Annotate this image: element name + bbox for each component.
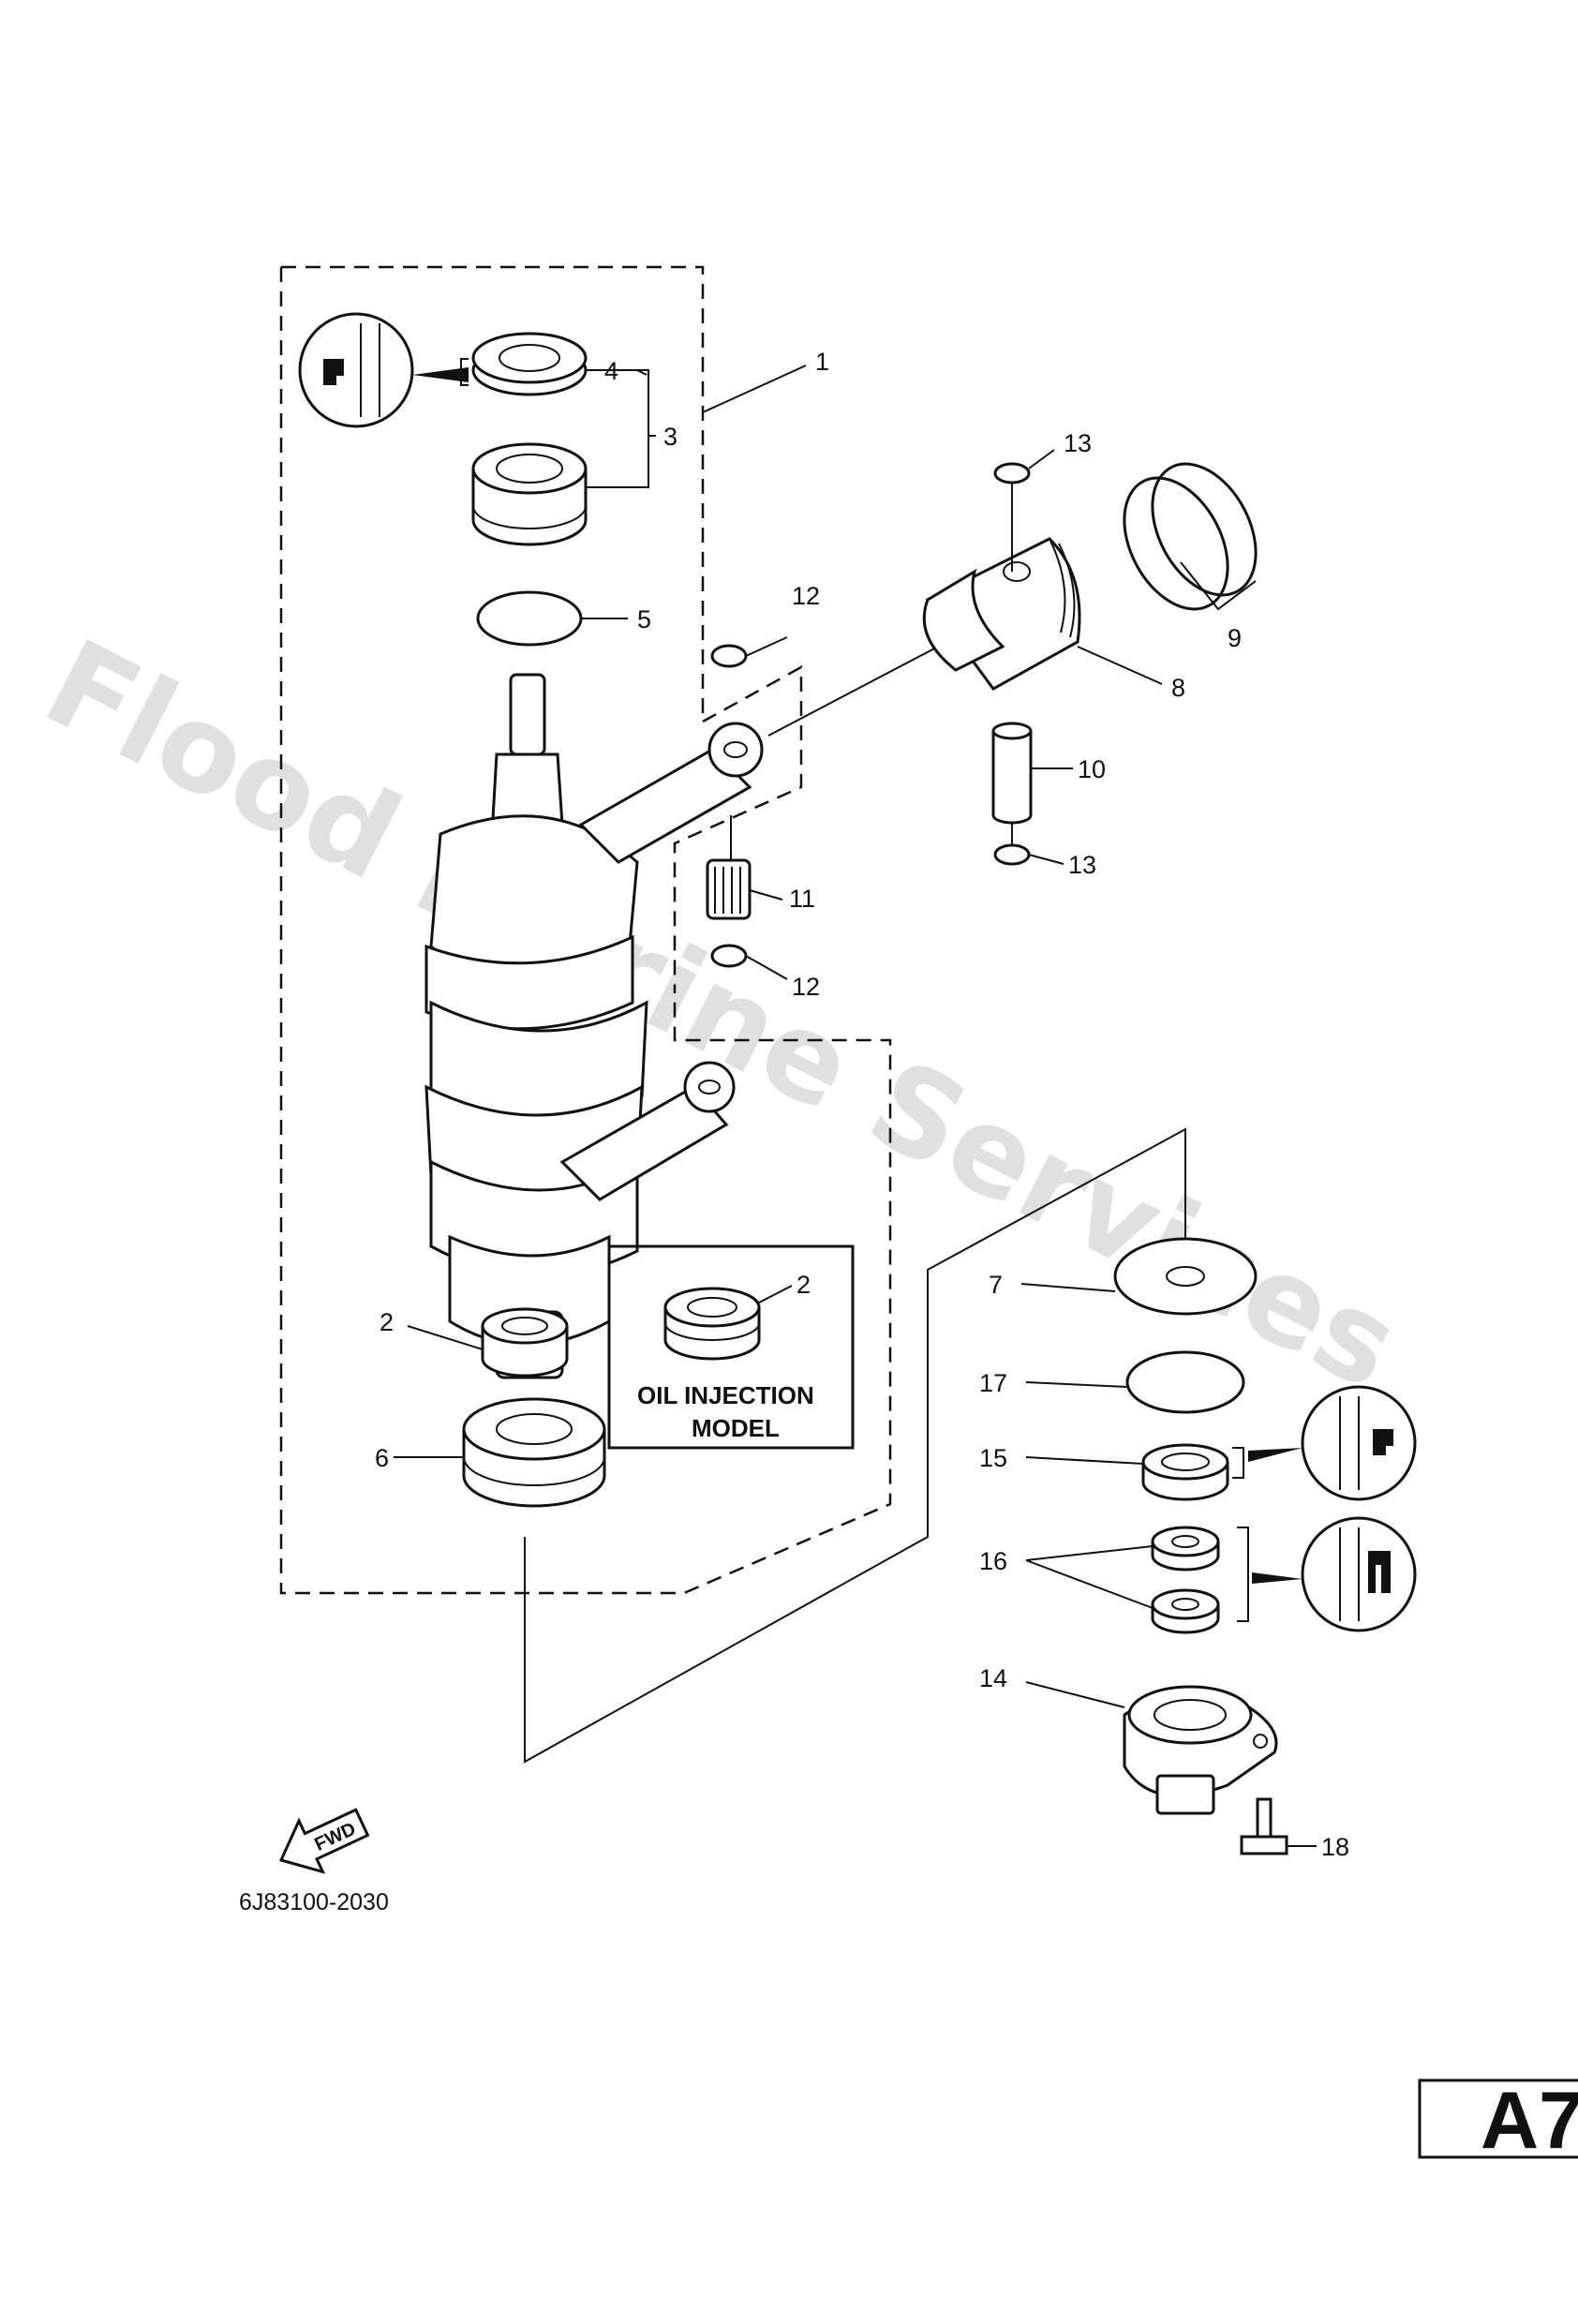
callout-1: 1	[815, 348, 829, 376]
part-18-bolt	[1240, 1797, 1288, 1855]
part-12-washer-lower	[710, 944, 748, 968]
inset-callout-2: 2	[796, 1271, 811, 1299]
part-13-clip-lower	[993, 843, 1031, 866]
part-3-bearing	[471, 442, 588, 546]
page-badge: A7	[1418, 2076, 1578, 2166]
right-group-connector	[524, 1127, 1186, 1764]
seal-lip-orientation-icon	[298, 312, 469, 428]
callout-12-lower: 12	[792, 973, 820, 1001]
part-13-clip-upper	[993, 462, 1031, 484]
callout-2: 2	[380, 1308, 394, 1336]
page-badge-text: A7	[1481, 2076, 1578, 2166]
callout-4: 4	[604, 357, 618, 385]
part-8-piston	[922, 537, 1081, 691]
crankshaft-assembly-boundary	[279, 265, 892, 1595]
part-5-o-ring	[476, 590, 583, 647]
part-10-piston-pin	[991, 722, 1033, 825]
part-11-needle-bearing	[706, 858, 752, 920]
part-6-bearing	[462, 1397, 606, 1508]
bracket-15	[1232, 1447, 1244, 1479]
oil-injection-inset: 2 OIL INJECTION MODEL	[607, 1244, 855, 1450]
callout-9: 9	[1228, 624, 1242, 652]
part-2-bearing	[481, 1307, 569, 1378]
callout-6: 6	[375, 1444, 389, 1472]
callout-13-lower: 13	[1068, 851, 1096, 879]
part-9-piston-rings	[1123, 462, 1258, 611]
callout-10: 10	[1078, 755, 1106, 783]
callout-17: 17	[979, 1369, 1007, 1397]
callout-18: 18	[1321, 1833, 1349, 1861]
inset-label-line1: OIL INJECTION	[637, 1381, 814, 1409]
fwd-arrow-icon: FWD	[278, 1808, 370, 1874]
inset-label-line2: MODEL	[692, 1414, 780, 1442]
part-15-oil-seal	[1141, 1443, 1229, 1501]
callout-16: 16	[979, 1547, 1007, 1575]
part-12-washer-upper	[710, 644, 748, 668]
callout-15: 15	[979, 1444, 1007, 1472]
callout-13-upper: 13	[1064, 429, 1092, 457]
conrod-group-boundary	[673, 664, 803, 993]
callout-8: 8	[1171, 674, 1185, 702]
callout-5: 5	[637, 605, 651, 633]
part-14-housing	[1123, 1685, 1278, 1815]
part-16-oil-seal-upper	[1151, 1526, 1220, 1572]
drawing-number: 6J83100-2030	[239, 1889, 389, 1915]
bracket-16	[1237, 1527, 1249, 1622]
callout-11: 11	[789, 885, 815, 913]
part-16-oil-seal-lower	[1151, 1588, 1220, 1634]
callout-14: 14	[979, 1664, 1007, 1692]
part-7-thrust-washer	[1113, 1237, 1258, 1316]
callout-12-upper: 12	[792, 582, 820, 610]
seal-lip-orientation-icon-15	[1248, 1385, 1417, 1501]
part-4-oil-seal	[471, 332, 588, 396]
piston-axis-line	[767, 636, 957, 737]
seal-lip-orientation-icon-16	[1252, 1516, 1417, 1632]
part-17-o-ring	[1125, 1350, 1245, 1414]
callout-3: 3	[663, 423, 677, 451]
callout-7: 7	[989, 1271, 1003, 1299]
